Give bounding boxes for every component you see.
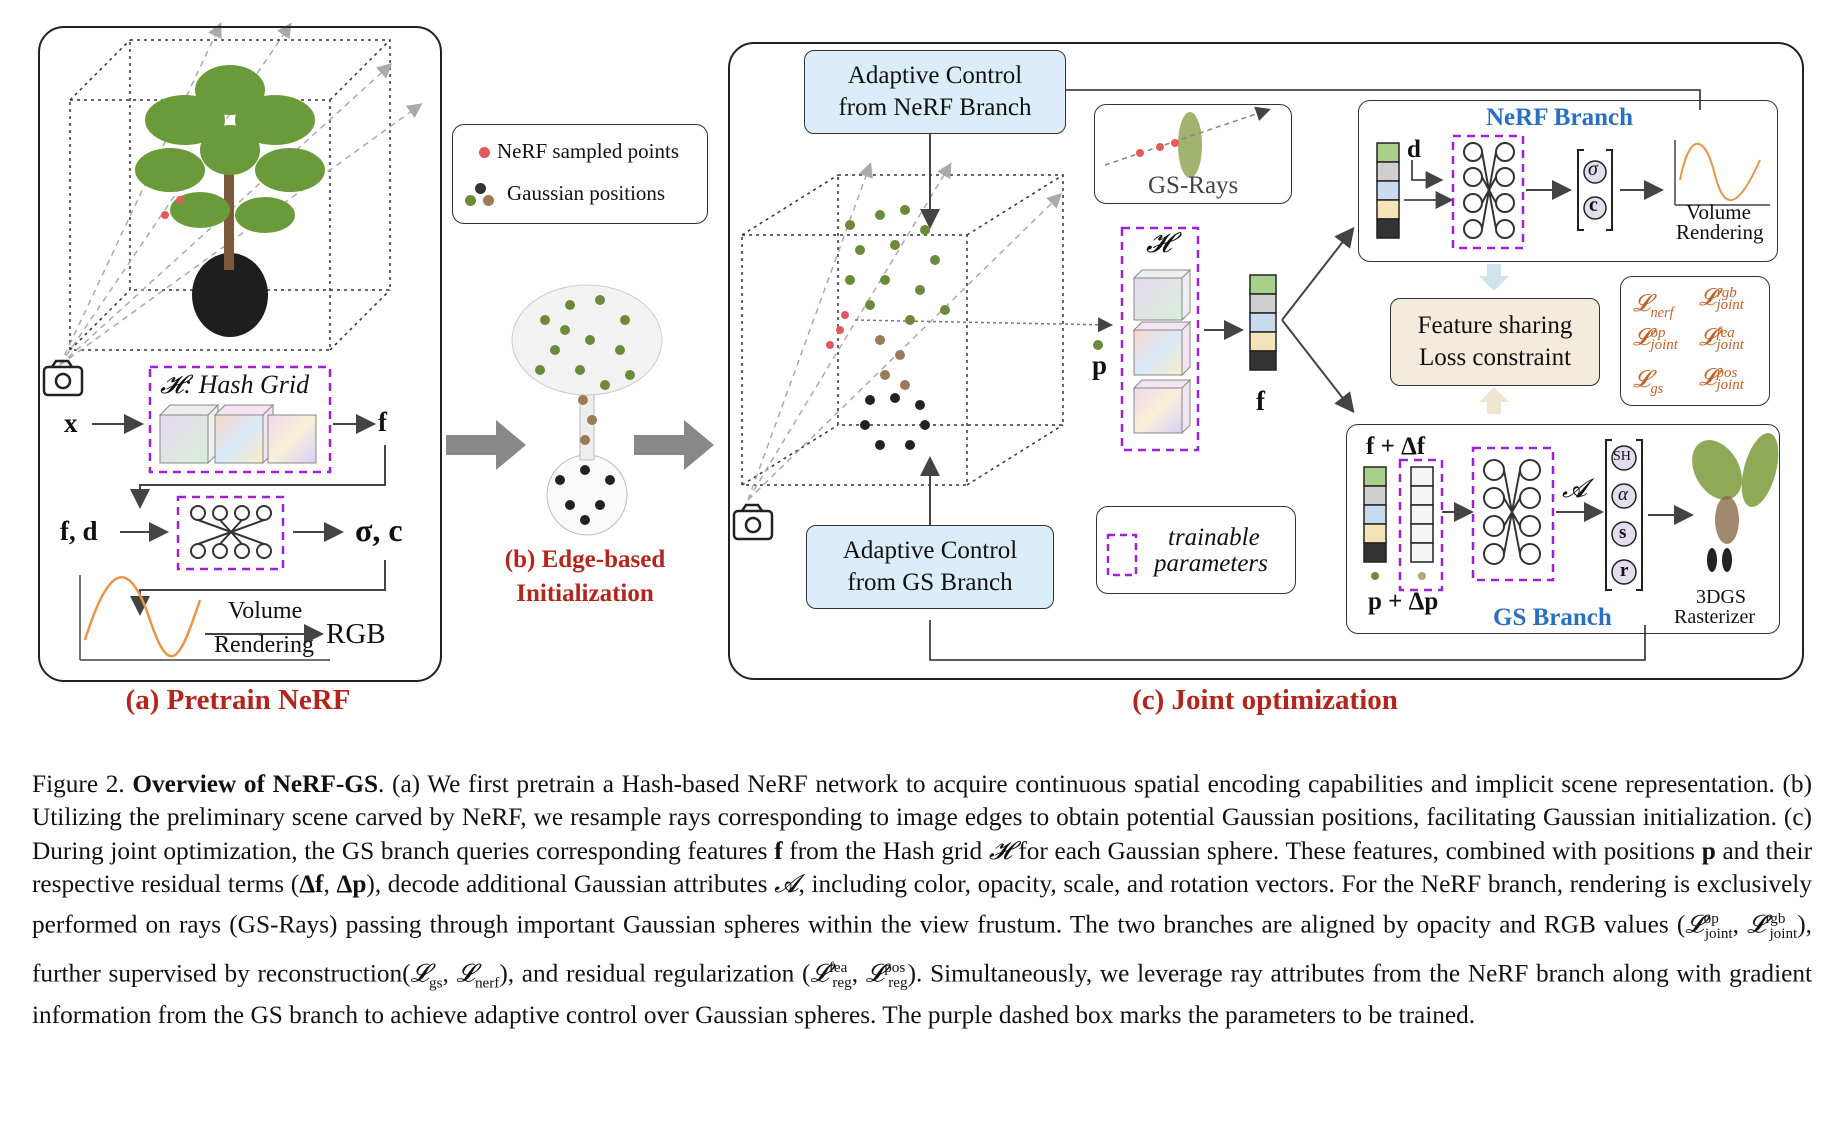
feature-sharing-line1: Feature sharing [1417, 312, 1573, 339]
adaptive-nerf-line2: from NeRF Branch [838, 94, 1032, 121]
hash-grid-cubes-c [1132, 268, 1192, 435]
big-arrow-1 [446, 420, 526, 470]
c-label: c [1589, 194, 1598, 216]
hash-label-c: 𝓗 [1146, 228, 1172, 259]
x-label: x [64, 408, 78, 438]
adaptive-gs-line1: Adaptive Control [842, 537, 1018, 564]
sigma-label: σ [1588, 158, 1598, 180]
rasterized-gaussians [1692, 433, 1779, 572]
volume-curve-nerf [1674, 140, 1770, 206]
panel-a-frame [38, 26, 442, 682]
panel-a-title: (a) Pretrain NeRF [125, 684, 351, 716]
p-label: p [1092, 350, 1108, 380]
plant-image [135, 65, 325, 337]
gs-branch-title: GS Branch [1493, 604, 1612, 631]
gs-branch-box [1346, 424, 1780, 634]
mlp-icon-a [190, 505, 272, 559]
legend-box: NeRF sampled points Gaussian positions [452, 124, 708, 224]
nerf-branch-title: NeRF Branch [1486, 104, 1633, 131]
panel-c-gaussians [826, 205, 950, 450]
feature-sharing-box: Feature sharing Loss constraint [1390, 298, 1600, 386]
f-label-a: f [378, 407, 387, 437]
p-point [1093, 340, 1103, 350]
f-delta-label: f + Δf [1366, 433, 1426, 460]
rgb-label: RGB [326, 618, 386, 650]
mlp-icon-gs [1483, 459, 1541, 565]
nerf-branch-box [1358, 100, 1778, 262]
legend-marker-gaussian [465, 183, 497, 209]
residual-vector-gs [1410, 466, 1434, 563]
feature-vector-nerf [1376, 142, 1400, 239]
feature-sharing-line2: Loss constraint [1418, 344, 1572, 371]
gs-attributes [1611, 445, 1637, 585]
adaptive-nerf-line1: Adaptive Control [847, 62, 1023, 89]
panel-b-title-2: Initialization [516, 580, 654, 607]
attr-s: s [1619, 522, 1627, 543]
up-arrow-sharing [1479, 387, 1509, 414]
trainable-legend-box [1096, 506, 1296, 594]
legend-marker-nerf [479, 147, 490, 158]
volume-rendering-a-1: Volume [228, 598, 303, 624]
rasterizer-label-1: 3DGS [1696, 586, 1747, 608]
volume-rendering-nerf-1: Volume [1686, 200, 1751, 224]
figure-caption: Figure 2. Overview of NeRF-GS. (a) We fi… [32, 770, 1813, 1030]
attr-r: r [1620, 560, 1629, 581]
gs-rays-illustration [1104, 106, 1271, 178]
gs-rays-box [1094, 104, 1292, 204]
hash-grid-label: 𝓗: Hash Grid [160, 370, 310, 399]
adaptive-control-nerf-box: Adaptive Control from NeRF Branch [804, 50, 1066, 134]
mlp-icon-nerf [1463, 142, 1515, 239]
panel-c-title: (c) Joint optimization [1132, 684, 1398, 716]
panel-b-title-1: (b) Edge-based [504, 546, 666, 573]
caption-fig-label: Figure 2. [32, 770, 125, 798]
loss-nerf: 𝓛nerf [1633, 291, 1674, 321]
camera-icon-c [732, 503, 774, 541]
down-arrow-sharing [1479, 264, 1509, 291]
volume-rendering-a-2: Rendering [214, 632, 314, 658]
caption-fig-title: Overview of NeRF-GS [132, 770, 379, 798]
hash-grid-cubes [158, 403, 317, 465]
p-delta-label: p + Δp [1368, 588, 1439, 615]
f-label-c: f [1256, 386, 1265, 416]
panel-c-frame [728, 42, 1804, 680]
adaptive-gs-line2: from GS Branch [847, 569, 1013, 596]
big-arrow-2 [634, 420, 714, 470]
feature-vector-gs [1363, 466, 1387, 563]
d-label: d [1407, 136, 1421, 163]
volume-rendering-nerf-2: Rendering [1676, 220, 1764, 244]
edge-init-tree [511, 284, 663, 536]
rasterizer-label-2: Rasterizer [1674, 606, 1756, 628]
camera-icon-a [42, 359, 84, 397]
adaptive-control-gs-box: Adaptive Control from GS Branch [806, 525, 1054, 609]
sigma-c-label: σ, c [355, 512, 403, 548]
feature-vector-c [1249, 274, 1277, 371]
loss-gs: 𝓛gs [1633, 367, 1664, 397]
fd-label: f, d [60, 516, 98, 546]
attr-sh: SH [1613, 449, 1631, 464]
attr-alpha: α [1618, 484, 1628, 505]
A-label: 𝓐 [1562, 474, 1588, 503]
gs-rays-label: GS-Rays [1148, 172, 1239, 199]
trainable-label-2: parameters [1154, 550, 1268, 577]
volume-curve-a [79, 575, 330, 661]
legend-label-gaussian: Gaussian positions [507, 181, 666, 205]
legend-label-nerf: NeRF sampled points [497, 139, 679, 163]
trainable-label-1: trainable [1168, 524, 1260, 551]
